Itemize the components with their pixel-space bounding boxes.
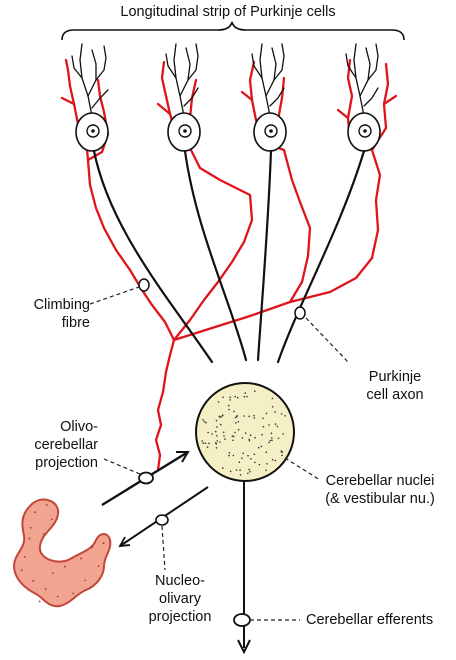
- label-cerebellar-efferents: Cerebellar efferents: [306, 612, 434, 628]
- cerebellar-nuclei-stipple: [201, 390, 287, 476]
- purkinje-nuclei: [86, 124, 372, 138]
- purkinje-cells: [71, 43, 381, 364]
- label-purkinje-cell-axon: Purkinje cell axon: [366, 369, 424, 403]
- purkinje-nucleoli: [91, 129, 367, 133]
- label-olivo-cerebellar-projection: Olivo- cerebellar projection: [34, 419, 98, 471]
- cerebellar-efferent-pathway: [233, 481, 251, 655]
- inferior-olive: [12, 498, 112, 608]
- climbing-fibre-marker: [138, 278, 150, 292]
- olivo-cerebellar-arrow: [101, 450, 190, 507]
- inferior-olive-stipple: [20, 504, 105, 603]
- purkinje-axons: [92, 149, 366, 364]
- label-cerebellar-nuclei: Cerebellar nuclei (& vestibular nu.): [325, 473, 435, 507]
- cerebellar-nuclei-body: [195, 382, 295, 482]
- leader-lines: [89, 286, 349, 621]
- purkinje-axon-marker: [294, 306, 306, 320]
- purkinje-dendrites: [71, 43, 379, 117]
- nucleo-olivary-arrow: [118, 486, 209, 548]
- diagram-title: Longitudinal strip of Purkinje cells: [120, 4, 336, 20]
- label-nucleo-olivary-projection: Nucleo- olivary projection: [148, 573, 212, 625]
- strip-bracket: [61, 21, 405, 41]
- label-climbing-fibre: Climbing fibre: [33, 297, 90, 331]
- purkinje-somata: [75, 112, 381, 152]
